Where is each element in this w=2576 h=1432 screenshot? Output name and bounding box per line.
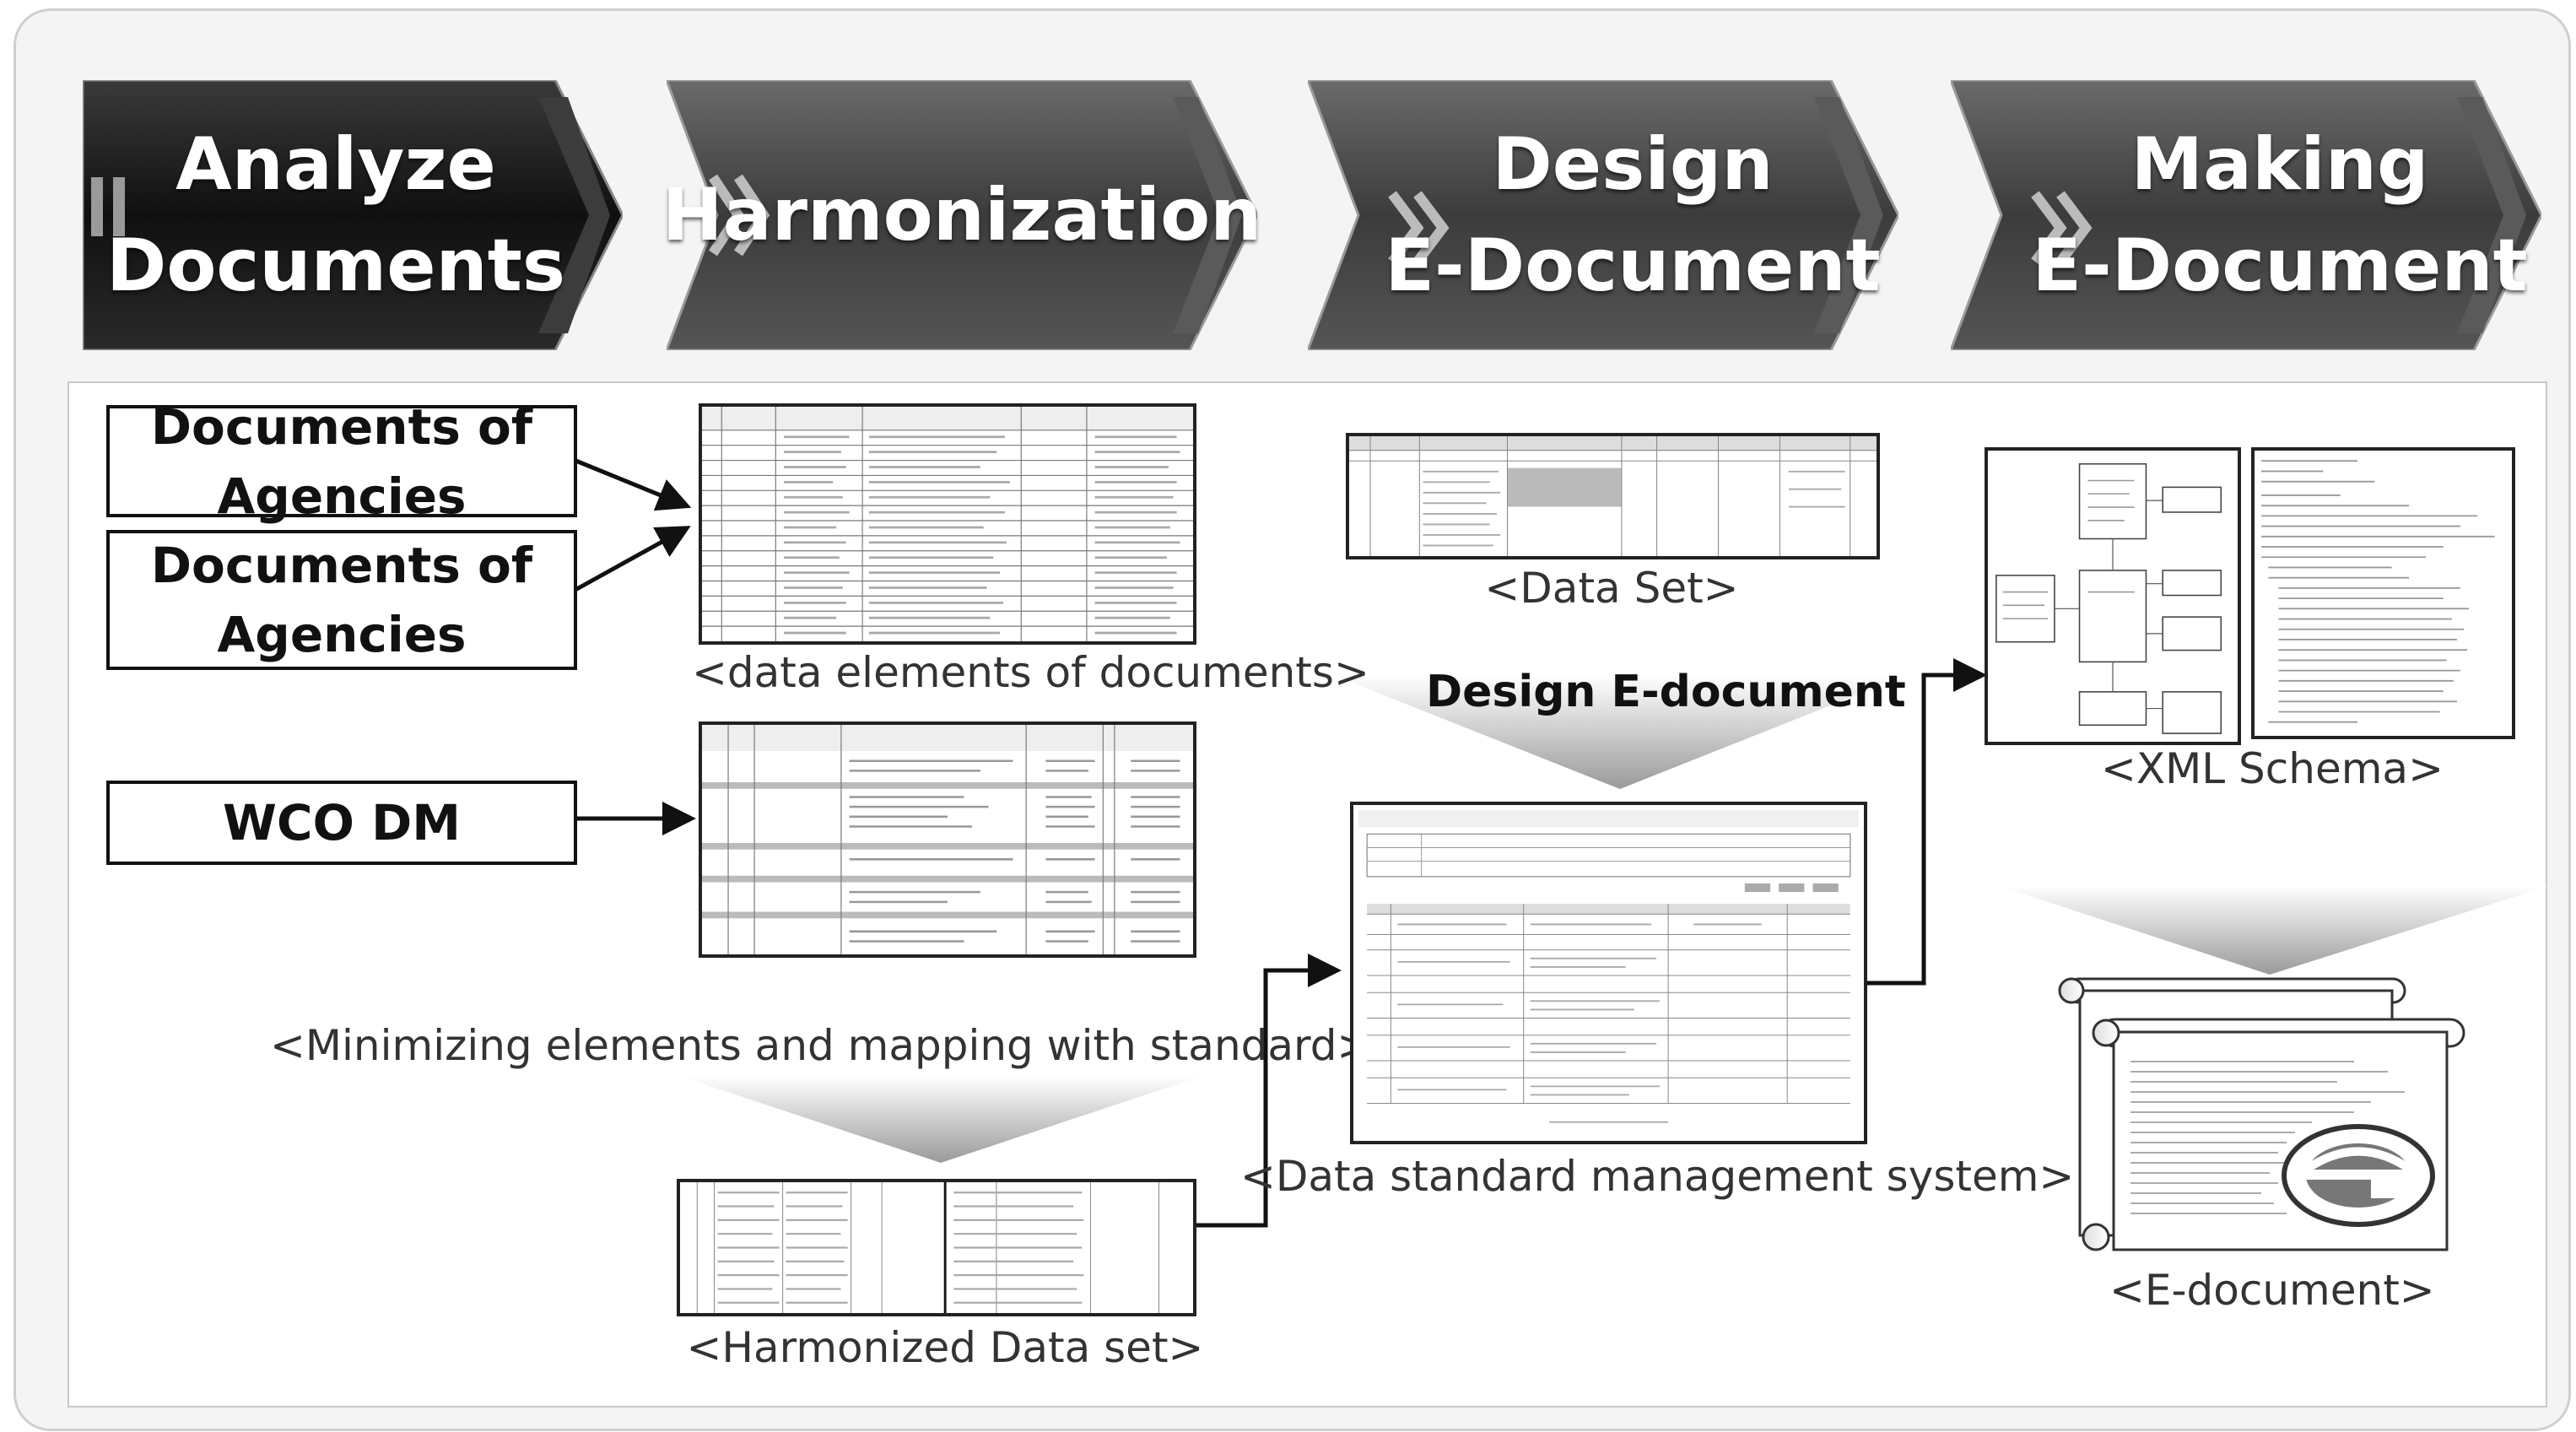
stage-label-line1: Harmonization [662, 173, 1262, 257]
xml-schema-code-thumbnail [2251, 447, 2515, 739]
caption-e-document: <E-document> [2109, 1266, 2435, 1315]
wco-mapping-table-thumbnail [699, 721, 1196, 958]
data-elements-table-thumbnail [699, 403, 1196, 645]
e-document-illustration [2058, 977, 2465, 1251]
label-design-e-document: Design E-document [1426, 667, 1906, 717]
stage-harmonization: Harmonization [662, 80, 1262, 350]
input-label: WCO DM [223, 794, 461, 851]
stage-label-line1: Analyze [176, 122, 496, 207]
e-logo-icon [2282, 1124, 2435, 1227]
stage-label-line2: Documents [105, 224, 566, 308]
data-set-thumbnail [1346, 433, 1880, 559]
stage-label: Analyze Documents [106, 80, 565, 350]
stage-label: Harmonization [662, 80, 1262, 350]
stage-label: Design E-Document [1385, 80, 1880, 350]
caption-xml-schema: <XML Schema> [2101, 744, 2444, 793]
harmonized-data-set-thumbnail [677, 1179, 1196, 1316]
stage-label-line2: E-Document [2032, 224, 2528, 308]
input-wco-dm: WCO DM [106, 781, 577, 865]
input-label: Documents of Agencies [150, 537, 533, 663]
caption-data-elements: <data elements of documents> [692, 648, 1369, 697]
stage-label-line1: Design [1492, 122, 1774, 207]
stage-label-line2: E-Document [1385, 224, 1881, 308]
caption-data-set: <Data Set> [1484, 564, 1739, 613]
stage-making-e-document: Making E-Document [1951, 80, 2541, 350]
stage-analyze-documents: Analyze Documents [83, 80, 623, 350]
caption-minimizing: <Minimizing elements and mapping with st… [270, 1021, 1373, 1070]
input-documents-of-agencies-2: Documents of Agencies [106, 530, 577, 670]
dsms-screenshot-thumbnail [1350, 802, 1867, 1144]
input-documents-of-agencies-1: Documents of Agencies [106, 398, 577, 525]
stage-design-e-document: Design E-Document [1308, 80, 1898, 350]
caption-dsms: <Data standard management system> [1240, 1152, 2075, 1201]
stage-label: Making E-Document [2032, 80, 2527, 350]
stage-label-line1: Making [2130, 122, 2429, 207]
caption-harmonized: <Harmonized Data set> [686, 1323, 1204, 1372]
xml-schema-diagram-thumbnail [1985, 447, 2241, 745]
input-label: Documents of Agencies [150, 397, 533, 525]
